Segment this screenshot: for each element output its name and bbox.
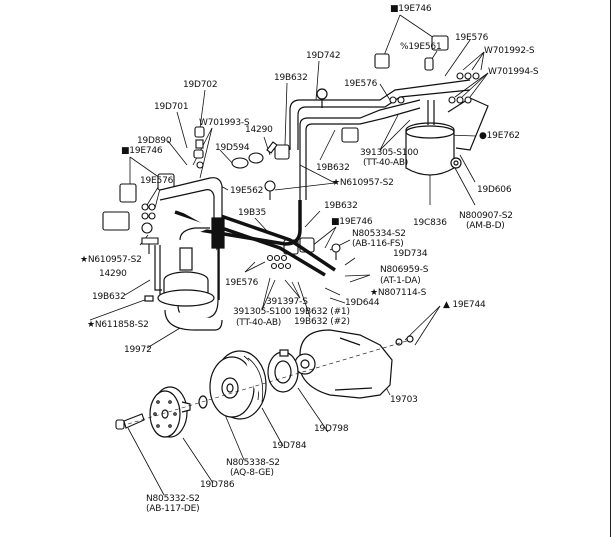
field-coil — [267, 349, 299, 393]
label-19E576-bottom: 19E576 — [225, 278, 259, 288]
label-19E744: ▲ 19E744 — [443, 300, 486, 310]
label-19D798: 19D798 — [314, 424, 349, 434]
label-W701992-S: W701992-S — [484, 46, 535, 56]
label-19972: 19972 — [124, 345, 152, 355]
label-19E562: 19E562 — [230, 186, 264, 196]
label-AB-116-FS: (AB-116-FS) — [352, 239, 404, 249]
label-19B632-mid: 19B632 — [316, 163, 350, 173]
label-19D742: 19D742 — [306, 51, 341, 61]
label-14290-top: 14290 — [245, 125, 273, 135]
switch-parts — [193, 126, 341, 260]
manifold-tubes — [289, 79, 471, 200]
assembly-axis — [127, 339, 411, 425]
label-N807114-S: ★N807114-S — [370, 288, 427, 298]
label-19E762: ●19E762 — [479, 131, 520, 141]
label-AT-1-DA: (AT-1-DA) — [380, 276, 421, 286]
label-19703: 19703 — [390, 395, 418, 405]
label-TT-40-AB-top: (TT-40-AB) — [363, 158, 409, 168]
connector-clips — [102, 35, 480, 270]
label-19B35: 19B35 — [238, 208, 267, 218]
label-W701994-S: W701994-S — [488, 67, 539, 77]
label-391305-S100-top: 391305-S100 — [360, 148, 419, 158]
label-19C836: 19C836 — [413, 218, 447, 228]
label-19D784: 19D784 — [272, 441, 307, 451]
label-19E576-top: 19E576 — [455, 33, 489, 43]
label-AM-B-D: (AM-B-D) — [466, 221, 505, 231]
label-N805334-S2: N805334-S2 — [352, 229, 406, 239]
label-19E746-right: ■19E746 — [331, 217, 373, 227]
label-19B632-2: 19B632 (#2) — [294, 317, 350, 327]
label-19D890: 19D890 — [137, 136, 172, 146]
pulley — [209, 350, 267, 420]
label-TT-40-AB-bottom: (TT-40-AB) — [236, 318, 282, 328]
label-N611858-S2: ★N611858-S2 — [87, 320, 149, 330]
receiver-drier — [405, 97, 489, 176]
label-N610957-S2-left: ★N610957-S2 — [80, 255, 142, 265]
label-AB-117-DE: (AB-117-DE) — [146, 504, 200, 514]
label-391305-S100-bottom: 391305-S100 — [233, 307, 292, 317]
label-N805338-S2: N805338-S2 — [226, 458, 280, 468]
label-19B632-right: 19B632 — [324, 201, 358, 211]
label-19D702: 19D702 — [183, 80, 218, 90]
label-19D701: 19D701 — [154, 102, 189, 112]
compressor — [294, 329, 414, 399]
label-19D786: 19D786 — [200, 480, 235, 490]
label-AQ-8-GE: (AQ-8-GE) — [230, 468, 274, 478]
label-19B632-1: 19B632 (#1) — [294, 307, 350, 317]
label-N800907-S2: N800907-S2 — [459, 211, 513, 221]
label-N806959-S: N806959-S — [380, 265, 429, 275]
label-19D606: 19D606 — [477, 185, 512, 195]
clutch-hub — [149, 386, 191, 438]
muffler — [144, 227, 223, 331]
shim-washer — [198, 395, 208, 409]
bracket — [141, 222, 159, 254]
label-19E746-top: ■19E746 — [390, 4, 432, 14]
label-19B632-top: 19B632 — [274, 73, 308, 83]
label-19E746-left: ■19E746 — [121, 146, 163, 156]
label-19D644: 19D644 — [345, 298, 380, 308]
label-19E576-left: 19E576 — [140, 176, 174, 186]
label-19D734: 19D734 — [393, 249, 428, 259]
label-19B632-left: 19B632 — [92, 292, 126, 302]
label-19D594: 19D594 — [215, 143, 250, 153]
label-W701993-S: W701993-S — [199, 118, 250, 128]
label-14290-left: 14290 — [99, 269, 127, 279]
label-391397-S: 391397-S — [266, 297, 308, 307]
label-N610957-S2-mid: ★N610957-S2 — [332, 178, 394, 188]
label-N805332-S2: N805332-S2 — [146, 494, 200, 504]
page-border — [610, 0, 611, 537]
clutch-bolt — [115, 413, 145, 430]
label-19E561: %19E561 — [400, 42, 442, 52]
label-19E576-mid: 19E576 — [344, 79, 378, 89]
